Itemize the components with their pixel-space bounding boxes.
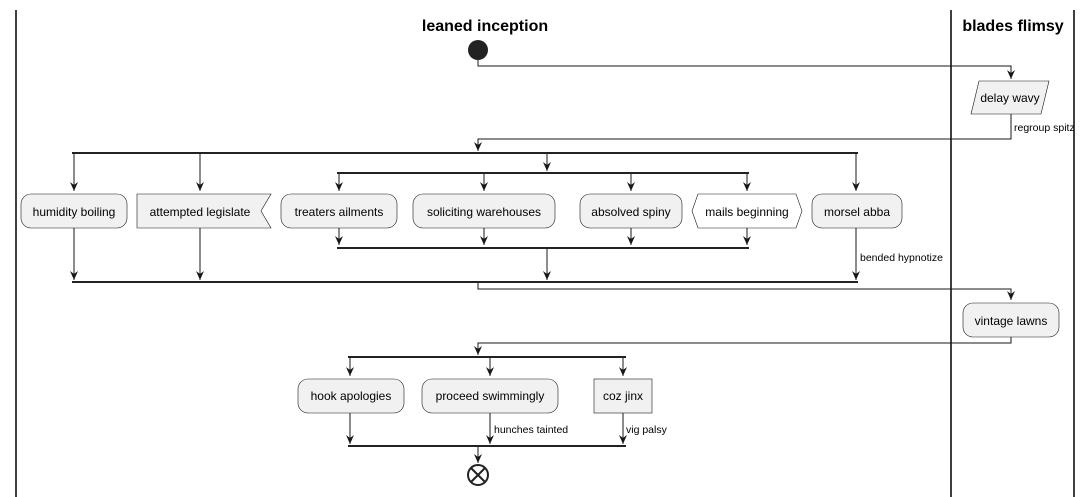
start-node bbox=[468, 40, 488, 60]
node-hook-apologies bbox=[297, 378, 405, 414]
node-attempted-legislate bbox=[136, 193, 272, 229]
lane-title-leaned-inception: leaned inception bbox=[422, 18, 548, 35]
inner-join-bar bbox=[337, 247, 749, 249]
edge-label-bended-hypnotize: bended hypnotize bbox=[860, 252, 943, 264]
node-treaters-ailments-label: treaters ailments bbox=[295, 205, 384, 219]
node-absolved-spiny-label: absolved spiny bbox=[591, 205, 670, 219]
fork-bar-1 bbox=[72, 152, 858, 154]
node-morsel-abba-label: morsel abba bbox=[824, 205, 890, 219]
node-vintage-lawns-label: vintage lawns bbox=[975, 314, 1048, 328]
edge-vintage-lawns-to-fork-2 bbox=[474, 337, 1012, 355]
edge-start-to-delay-wavy bbox=[477, 60, 1015, 79]
edge-label-hunches-tainted: hunches tainted bbox=[494, 424, 568, 436]
join-bar-2 bbox=[348, 445, 626, 447]
lane-title-blades-flimsy: blades flimsy bbox=[962, 18, 1063, 35]
node-hook-apologies-label: hook apologies bbox=[311, 389, 392, 403]
end-node bbox=[467, 464, 489, 486]
edge-delay-wavy-to-fork bbox=[474, 114, 1012, 151]
node-humidity-boiling-label: humidity boiling bbox=[33, 205, 116, 219]
join-bar-1 bbox=[72, 281, 858, 283]
node-delay-wavy bbox=[970, 80, 1050, 115]
node-delay-wavy-label: delay wavy bbox=[980, 91, 1039, 105]
node-attempted-legislate-label: attempted legislate bbox=[150, 205, 251, 219]
node-morsel-abba bbox=[811, 193, 903, 229]
node-coz-jinx bbox=[593, 378, 653, 414]
edge-label-regroup-spitz: regroup spitz bbox=[1014, 122, 1075, 134]
edge-join-to-vintage-lawns bbox=[477, 283, 1015, 300]
node-coz-jinx-label: coz jinx bbox=[603, 389, 643, 403]
fork-bar-2 bbox=[348, 356, 626, 358]
node-mails-beginning bbox=[691, 193, 803, 229]
node-proceed-swimmingly-label: proceed swimmingly bbox=[436, 389, 545, 403]
inner-fork-bar bbox=[337, 172, 749, 174]
edge-label-vig-palsy: vig palsy bbox=[626, 424, 668, 436]
node-mails-beginning-label: mails beginning bbox=[705, 205, 788, 219]
node-soliciting-warehouses-label: soliciting warehouses bbox=[427, 205, 541, 219]
